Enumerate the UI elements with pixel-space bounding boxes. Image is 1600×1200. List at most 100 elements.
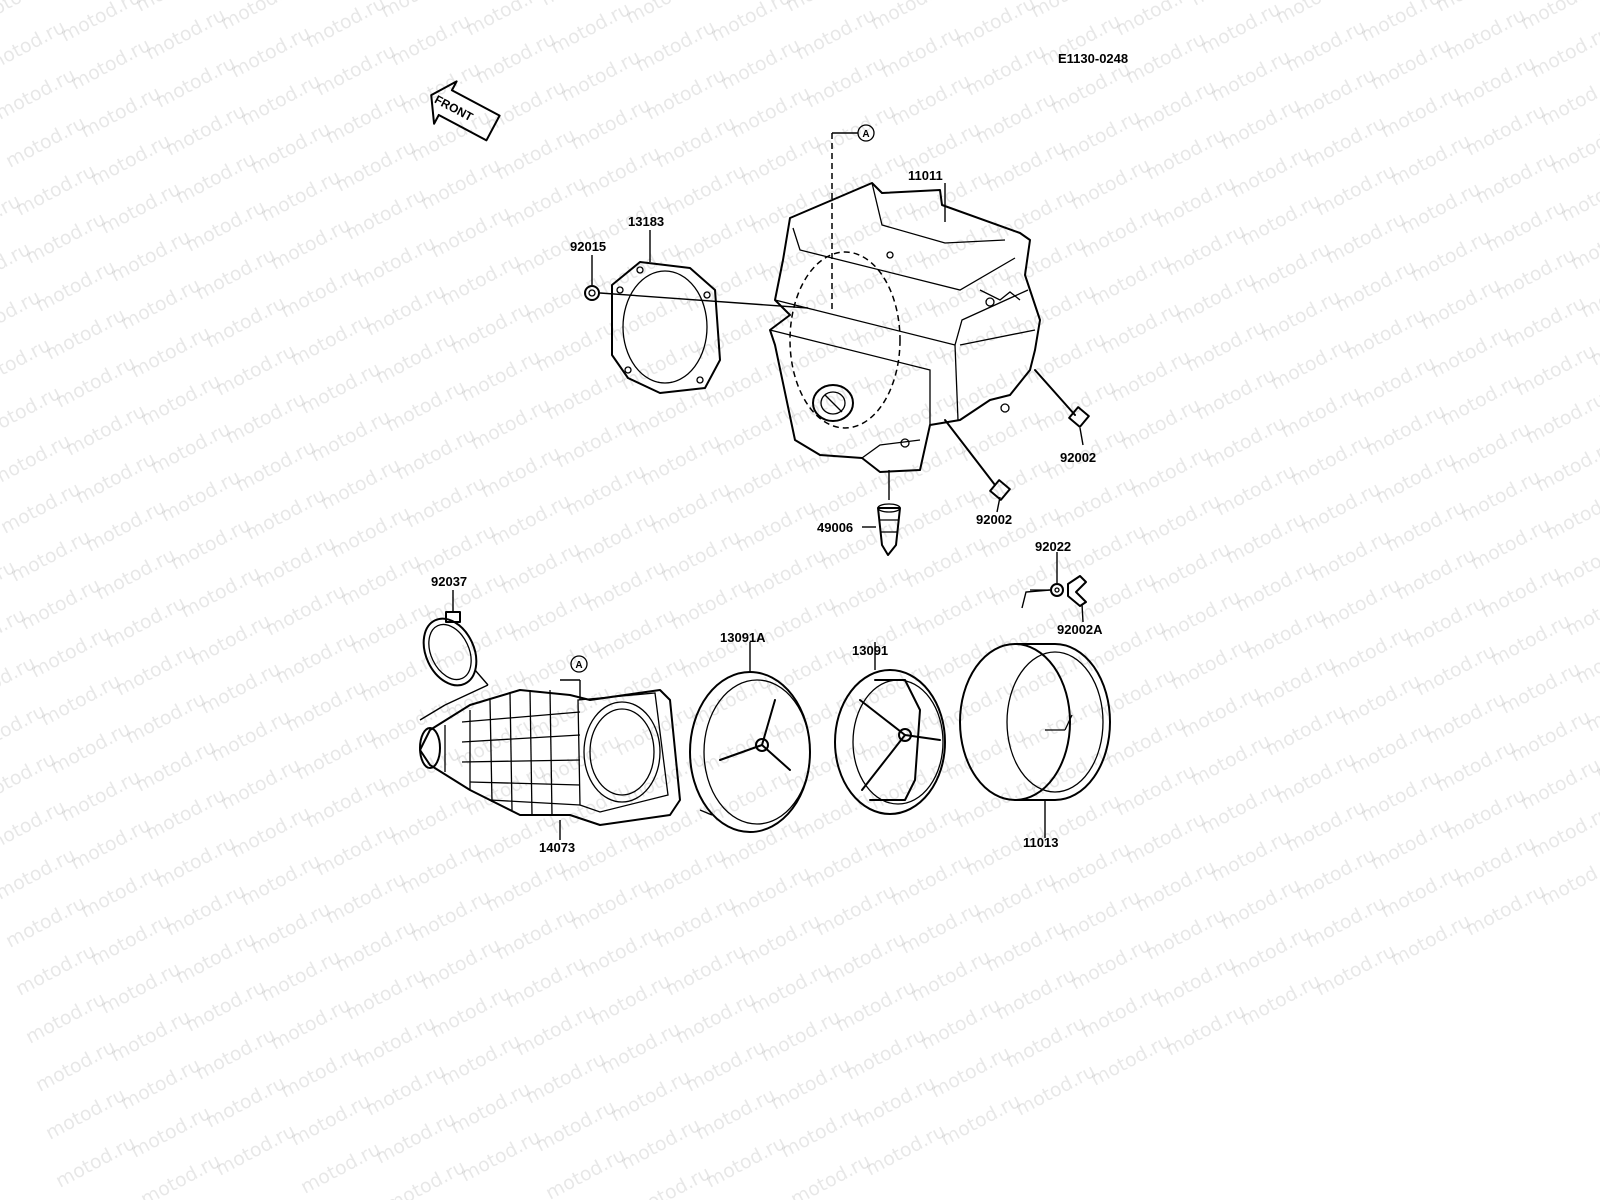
- watermark-text: motod.ru: [167, 514, 254, 574]
- watermark-text: motod.ru: [1247, 238, 1334, 298]
- watermark-text: motod.ru: [392, 424, 479, 484]
- watermark-text: motod.ru: [1257, 286, 1344, 346]
- watermark-text: motod.ru: [1427, 322, 1514, 382]
- watermark-text: motod.ru: [927, 1042, 1014, 1102]
- watermark-text: motod.ru: [877, 22, 964, 82]
- watermark-text: motod.ru: [57, 766, 144, 826]
- watermark-text: motod.ru: [1237, 970, 1324, 1030]
- watermark-text: motod.ru: [1067, 934, 1154, 994]
- label-air-box: 11011: [908, 168, 943, 183]
- watermark-text: motod.ru: [1047, 58, 1134, 118]
- watermark-text: motod.ru: [1547, 118, 1600, 178]
- watermark-text: motod.ru: [702, 352, 789, 412]
- watermark-text: motod.ru: [342, 184, 429, 244]
- watermark-text: motod.ru: [247, 898, 334, 958]
- leader-lines: [452, 132, 1084, 840]
- watermark-text: motod.ru: [902, 532, 989, 592]
- watermark-text: motod.ru: [1392, 544, 1479, 604]
- watermark-text: motod.ru: [0, 844, 79, 904]
- watermark-text: motod.ru: [1297, 478, 1384, 538]
- watermark-text: motod.ru: [702, 1132, 789, 1192]
- watermark-text: motod.ru: [282, 676, 369, 736]
- watermark-text: motod.ru: [642, 64, 729, 124]
- watermark-text: motod.ru: [1337, 670, 1424, 730]
- drain-cap: [877, 470, 901, 556]
- watermark-text: motod.ru: [1162, 1000, 1249, 1060]
- watermark-text: motod.ru: [447, 1078, 534, 1138]
- watermark-text: motod.ru: [852, 1072, 939, 1132]
- watermark-text: motod.ru: [307, 406, 394, 466]
- watermark-text: motod.ru: [1502, 292, 1589, 352]
- watermark-text: motod.ru: [42, 304, 129, 364]
- watermark-text: motod.ru: [207, 706, 294, 766]
- watermark-text: motod.ru: [317, 454, 404, 514]
- watermark-text: motod.ru: [842, 1024, 929, 1084]
- watermark-text: motod.ru: [727, 862, 814, 922]
- watermark-text: motod.ru: [267, 994, 354, 1054]
- watermark-text: motod.ru: [1292, 64, 1379, 124]
- watermark-text: motod.ru: [342, 964, 429, 1024]
- watermark-text: motod.ru: [692, 1084, 779, 1144]
- watermark-text: motod.ru: [1537, 850, 1600, 910]
- watermark-text: motod.ru: [947, 358, 1034, 418]
- watermark-text: motod.ru: [1207, 46, 1294, 106]
- watermark-text: motod.ru: [1457, 466, 1544, 526]
- watermark-text: motod.ru: [1052, 472, 1139, 532]
- watermark-text: motod.ru: [27, 622, 114, 682]
- watermark-text: motod.ru: [287, 310, 374, 370]
- watermark-text: motod.ru: [1192, 364, 1279, 424]
- watermark-text: motod.ru: [567, 874, 654, 934]
- ref-marker-top: A: [857, 124, 875, 142]
- watermark-text: motod.ru: [1277, 382, 1364, 442]
- watermark-text: motod.ru: [97, 178, 184, 238]
- watermark-text: motod.ru: [1482, 196, 1569, 256]
- watermark-text: motod.ru: [1242, 604, 1329, 664]
- ref-marker-top-label: A: [862, 129, 869, 140]
- watermark-text: motod.ru: [1437, 370, 1524, 430]
- watermark-text: motod.ru: [272, 628, 359, 688]
- watermark-text: motod.ru: [1227, 922, 1314, 982]
- label-nut: 92015: [570, 239, 606, 254]
- watermark-text: motod.ru: [472, 28, 559, 88]
- holder-plate: [689, 642, 811, 833]
- watermark-text: motod.ru: [627, 1162, 714, 1200]
- watermark-text: motod.ru: [1367, 34, 1454, 94]
- watermark-text: motod.ru: [417, 934, 504, 994]
- watermark-text: motod.ru: [107, 226, 194, 286]
- watermark-text: motod.ru: [502, 172, 589, 232]
- watermark-text: motod.ru: [412, 520, 499, 580]
- watermark-text: motod.ru: [1317, 574, 1404, 634]
- watermark-text: motod.ru: [1177, 682, 1264, 742]
- watermark-text: motod.ru: [1162, 220, 1249, 280]
- watermark-text: motod.ru: [807, 466, 894, 526]
- watermark-text: motod.ru: [897, 898, 984, 958]
- watermark-text: motod.ru: [362, 280, 449, 340]
- watermark-text: motod.ru: [127, 322, 214, 382]
- watermark-text: motod.ru: [672, 988, 759, 1048]
- watermark-text: motod.ru: [227, 802, 314, 862]
- watermark-text: motod.ru: [332, 916, 419, 976]
- watermark-text: motod.ru: [1077, 982, 1164, 1042]
- watermark-text: motod.ru: [1132, 856, 1219, 916]
- watermark-text: motod.ru: [1262, 700, 1349, 760]
- watermark-text: motod.ru: [857, 706, 944, 766]
- gasket: [611, 261, 721, 394]
- watermark-text: motod.ru: [1517, 754, 1600, 814]
- watermark-text: motod.ru: [1312, 940, 1399, 1000]
- watermark-text: motod.ru: [212, 1120, 299, 1180]
- watermark-text: motod.ru: [992, 964, 1079, 1024]
- watermark-text: motod.ru: [587, 970, 674, 1030]
- watermark-text: motod.ru: [1442, 4, 1529, 64]
- watermark-text: motod.ru: [972, 88, 1059, 148]
- watermark-text: motod.ru: [1307, 526, 1394, 586]
- watermark-text: motod.ru: [992, 184, 1079, 244]
- watermark-text: motod.ru: [222, 388, 309, 448]
- watermark-text: motod.ru: [192, 244, 279, 304]
- watermark-text: motod.ru: [757, 1006, 844, 1066]
- watermark-text: motod.ru: [717, 814, 804, 874]
- watermark-text: motod.ru: [707, 766, 794, 826]
- watermark-text: motod.ru: [1327, 622, 1414, 682]
- watermark-text: motod.ru: [127, 1102, 214, 1162]
- watermark-text: motod.ru: [162, 880, 249, 940]
- watermark-text: motod.ru: [257, 946, 344, 1006]
